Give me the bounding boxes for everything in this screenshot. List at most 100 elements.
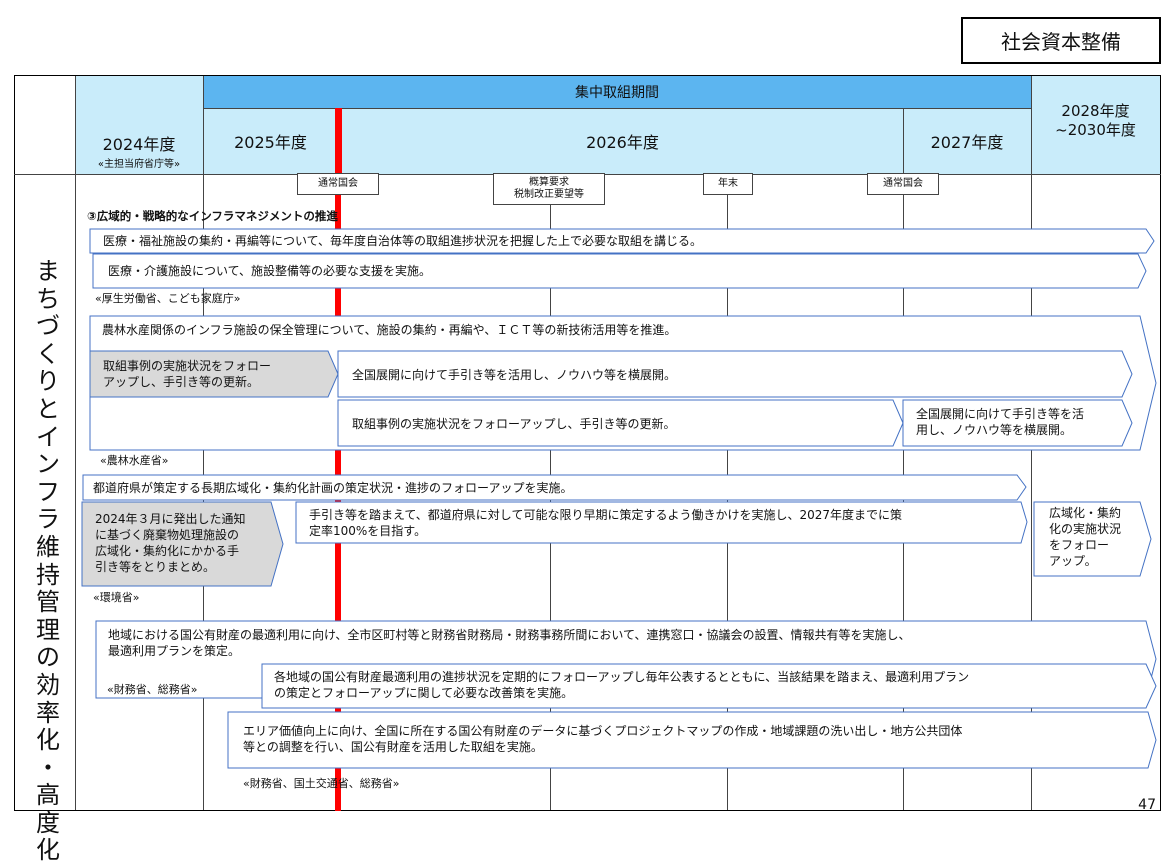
maff-deploy-2-line-1: 全国展開に向けて手引き等を活	[916, 407, 1085, 421]
env-gray-line-3: 広域化・集約化にかかる手	[95, 544, 240, 558]
milestone-budget-label-2: 税制改正要望等	[514, 189, 584, 200]
milestone-budget: 概算要求 税制改正要望等	[493, 173, 605, 205]
side-char: 維	[36, 532, 60, 561]
mof-item-2: 各地域の国公有財産最適利用の進捗状況を定期的にフォローアップし毎年公表するととも…	[274, 669, 969, 701]
grid-col-1	[75, 76, 76, 810]
header-2024: 2024年度 «主担当府省庁等»	[75, 128, 203, 172]
arrow-maff-follow2	[337, 399, 904, 447]
side-char: 化	[36, 726, 60, 755]
arrow-maff-deploy	[337, 350, 1133, 398]
fy2024-sub-label: «主担当府省庁等»	[97, 158, 181, 170]
env-future: 広域化・集約 化の実施状況 をフォロー アップ。	[1049, 505, 1121, 569]
header-2027: 2027年度	[903, 108, 1031, 174]
fy2024-label: 2024年度	[102, 134, 176, 154]
side-char: づ	[36, 312, 60, 341]
header-2028-bg	[1031, 76, 1160, 174]
arrow-mhlw-2	[92, 253, 1147, 289]
maff-follow-line-1: 取組事例の実施状況をフォロー	[103, 359, 272, 373]
side-char: ち	[36, 284, 60, 313]
maff-agency: «農林水産省»	[100, 454, 169, 467]
arrow-mof-2	[261, 663, 1157, 709]
period-label: 集中取組期間	[575, 85, 659, 101]
maff-deploy-2: 全国展開に向けて手引き等を活 用し、ノウハウ等を横展開。	[916, 406, 1084, 438]
side-char: り	[36, 367, 60, 396]
mhlw-item-1: 医療・福祉施設の集約・再編等について、毎年度自治体等の取組進捗状況を把握した上で…	[103, 234, 703, 248]
fy2025-label: 2025年度	[234, 133, 307, 152]
side-char: 率	[36, 698, 60, 727]
env-agency: «環境省»	[93, 591, 140, 604]
grid-col-6	[903, 108, 904, 810]
arrow-maff-follow-gray	[89, 350, 339, 398]
arrow-env-gray	[81, 501, 284, 587]
fy2028-label-1: 2028年度	[1061, 102, 1130, 120]
env-gray-line-1: 2024年３月に発出した通知	[95, 512, 246, 526]
side-char: ・	[36, 753, 60, 782]
arrow-mhlw-1	[89, 228, 1155, 254]
header-2028: 2028年度 ~2030年度	[1031, 96, 1160, 146]
grid-row-1	[203, 108, 1031, 109]
mof-item-2-line-1: 各地域の国公有財産最適利用の進捗状況を定期的にフォローアップし毎年公表するととも…	[274, 670, 970, 684]
mof-item-2-line-2: の策定とフォローアップに関して必要な改善策を実施。	[274, 686, 574, 700]
period-header: 集中取組期間	[203, 76, 1031, 108]
milestone-year-end-label: 年末	[718, 178, 738, 189]
mof-item-1-line-1: 地域における国公有財産の最適利用に向け、全市区町村等と財務省財務局・財務事務所間…	[108, 628, 911, 642]
grid-col-2	[203, 108, 204, 810]
milestone-year-end: 年末	[703, 173, 753, 195]
mof3-agency: «財務省、国土交通省、総務省»	[243, 777, 400, 790]
side-char: 持	[36, 560, 60, 589]
side-char: ン	[36, 450, 60, 479]
maff-item-1: 農林水産関係のインフラ施設の保全管理について、施設の集約・再編や、ＩＣＴ等の新技…	[102, 323, 677, 337]
side-char: フ	[36, 477, 60, 506]
category-tag: 社会資本整備	[961, 17, 1161, 64]
side-char: と	[36, 394, 60, 423]
header-2024-bg	[75, 76, 203, 174]
env-gray: 2024年３月に発出した通知 に基づく廃棄物処理施設の 広域化・集約化にかかる手…	[95, 511, 246, 575]
side-char: 効	[36, 670, 60, 699]
milestone-budget-label-1: 概算要求	[529, 177, 569, 188]
maff-follow-line-2: アップし、手引き等の更新。	[103, 375, 260, 389]
env-main-line-1: 手引き等を踏まえて、都道府県に対して可能な限り早期に策定するよう働きかけを実施し…	[309, 508, 902, 522]
maff-deploy-2-line-2: 用し、ノウハウ等を横展開。	[916, 423, 1073, 437]
header-2025: 2025年度	[203, 108, 338, 174]
mof-item-1: 地域における国公有財産の最適利用に向け、全市区町村等と財務省財務局・財務事務所間…	[108, 627, 910, 659]
section-title: ③広域的・戦略的なインフラマネジメントの推進	[87, 209, 338, 223]
side-char: 理	[36, 615, 60, 644]
side-char: の	[36, 643, 60, 672]
env-gray-line-4: 引き等をとりまとめ。	[95, 560, 216, 574]
mof-item-3: エリア価値向上に向け、全国に所在する国公有財産のデータに基づくプロジェクトマップ…	[243, 723, 962, 755]
env-future-line-3: をフォロー	[1049, 538, 1110, 552]
env-gray-line-2: に基づく廃棄物処理施設の	[95, 528, 240, 542]
mof-item-1-line-2: 最適利用プランを策定。	[108, 644, 241, 658]
fy2027-label: 2027年度	[930, 133, 1004, 152]
maff-follow-2: 取組事例の実施状況をフォローアップし、手引き等の更新。	[352, 417, 676, 431]
maff-follow: 取組事例の実施状況をフォロー アップし、手引き等の更新。	[103, 358, 271, 390]
mof-item-3-line-2: 等との調整を行い、国公有財産を活用した取組を実施。	[243, 740, 543, 754]
page-number: 47	[1138, 797, 1156, 813]
milestone-diet-1-label: 通常国会	[318, 178, 358, 189]
arrow-env-future	[1033, 501, 1152, 577]
arrow-env-1	[82, 474, 1027, 501]
fy2026-label: 2026年度	[586, 133, 659, 152]
header-2026: 2026年度	[342, 108, 903, 174]
env-main-line-2: 定率100%を目指す。	[309, 524, 427, 538]
env-main: 手引き等を踏まえて、都道府県に対して可能な限り早期に策定するよう働きかけを実施し…	[309, 507, 902, 539]
arrows-layer	[81, 228, 1157, 769]
env-future-line-2: 化の実施状況	[1049, 522, 1122, 536]
arrow-mof-3	[227, 711, 1157, 769]
milestone-diet-2-label: 通常国会	[883, 178, 923, 189]
side-char: 高	[36, 781, 60, 810]
side-char: イ	[36, 422, 60, 451]
side-char: ま	[36, 257, 60, 285]
side-char: 化	[36, 836, 60, 865]
grid-col-3	[203, 76, 204, 108]
arrow-maff-deploy2	[902, 399, 1133, 447]
env-item-1: 都道府県が策定する長期広域化・集約化計画の策定状況・進捗のフォローアップを実施。	[93, 481, 573, 495]
arrow-env-main	[295, 501, 1028, 544]
side-char: く	[36, 339, 60, 368]
mhlw-item-2: 医療・介護施設について、施設整備等の必要な支援を実施。	[108, 264, 432, 278]
mhlw-agency: «厚生労働省、こども家庭庁»	[95, 292, 241, 305]
policy-start-line-header	[335, 108, 342, 174]
mof-agency: «財務省、総務省»	[107, 683, 198, 696]
side-char: ラ	[36, 505, 60, 534]
side-char: 管	[36, 588, 60, 617]
